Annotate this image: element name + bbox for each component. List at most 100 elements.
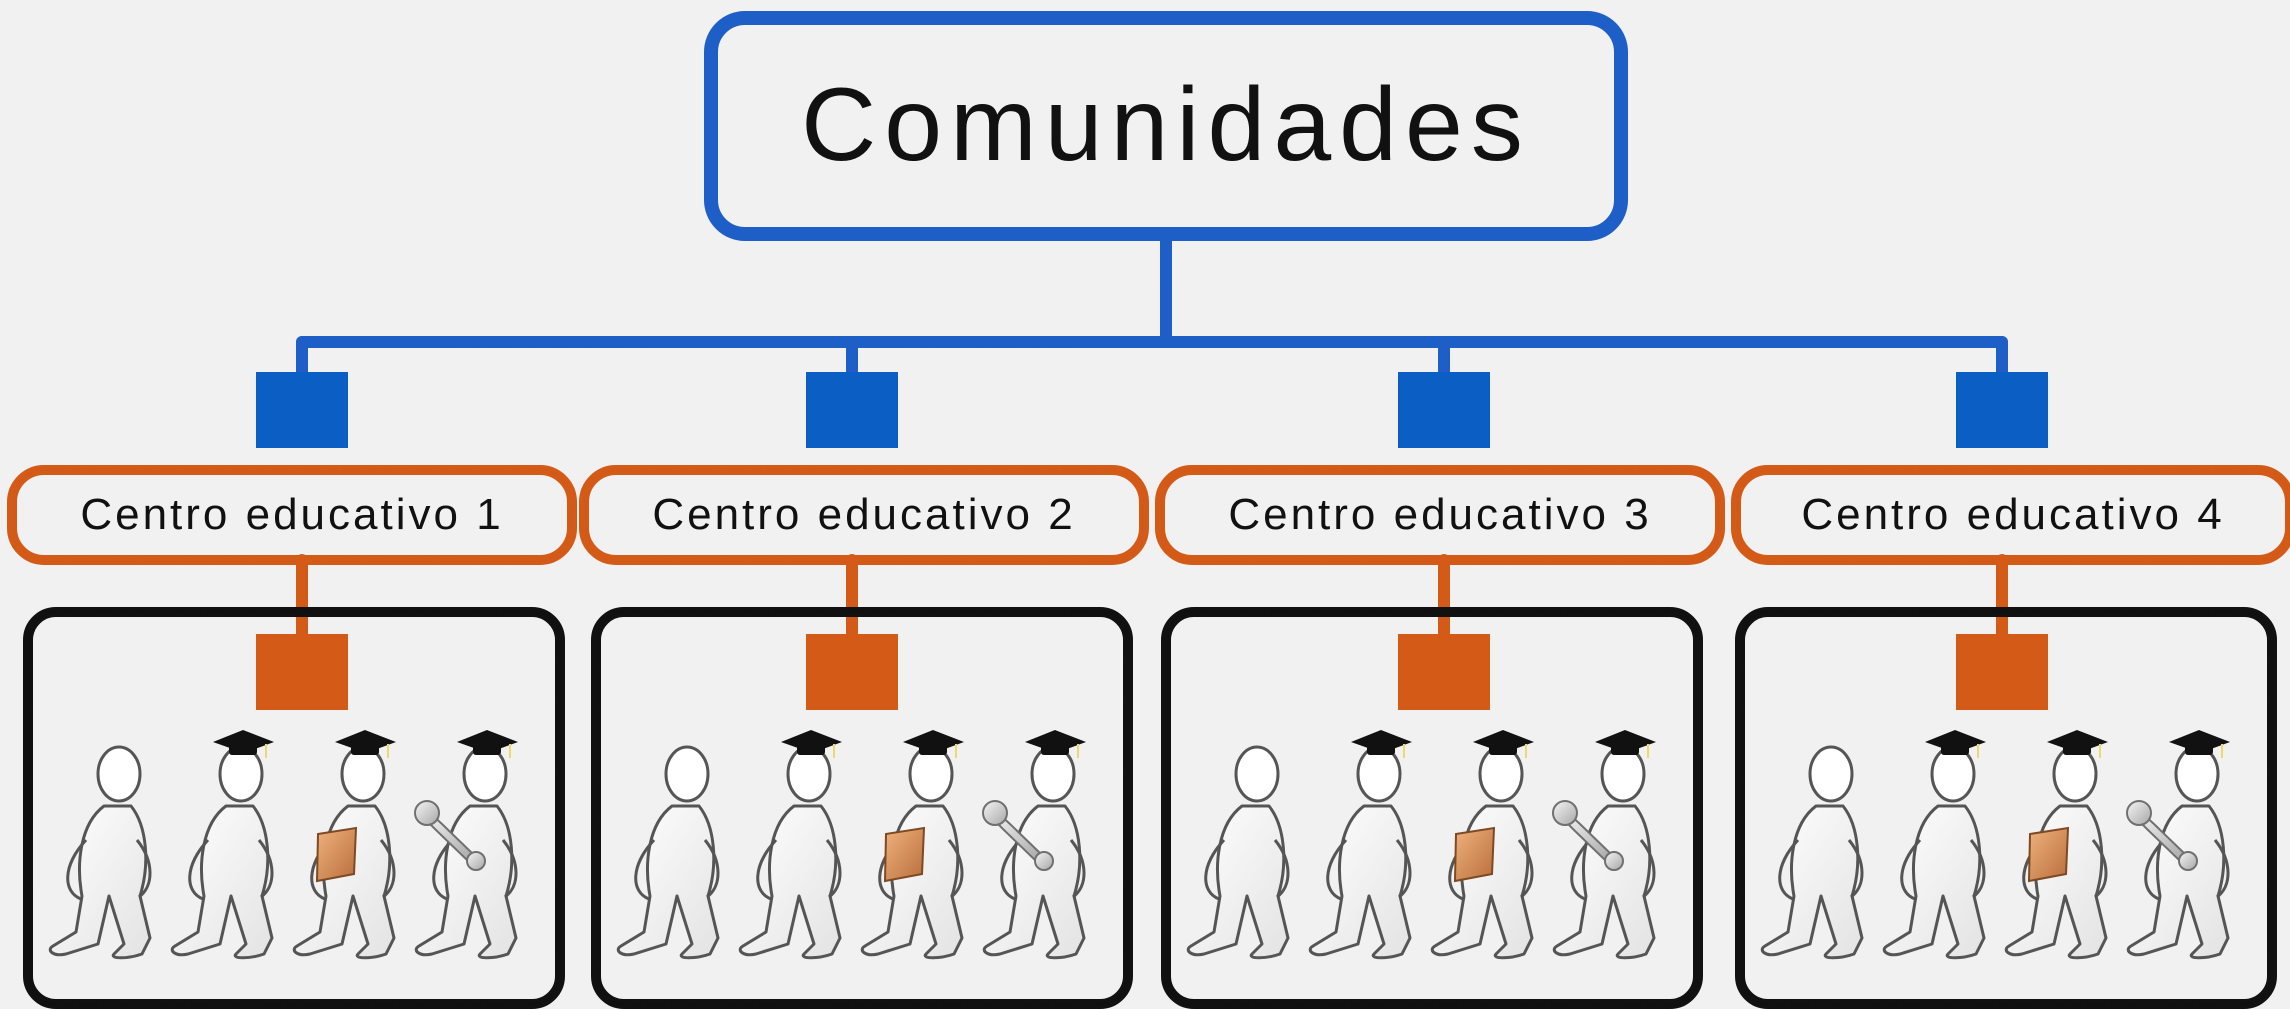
centre-connector-texture xyxy=(298,560,306,636)
graduate-with-book-icon-cap-band xyxy=(1489,745,1517,755)
graduate-person-icon-left-arm xyxy=(756,838,778,901)
graduate-with-book-icon-head xyxy=(2052,745,2098,803)
member-figures xyxy=(616,730,1086,960)
member-figures xyxy=(48,730,518,960)
root-node-box xyxy=(704,11,1628,241)
graduate-with-wrench-icon-cap-band xyxy=(1041,745,1069,755)
graduate-person-icon-cap-band xyxy=(1941,745,1969,755)
member-group-box-texture xyxy=(28,609,561,1007)
blue-node-square xyxy=(1398,372,1490,448)
member-group-box xyxy=(1735,607,2277,1009)
person-icon-head xyxy=(1234,745,1280,803)
graduate-with-wrench-icon-head xyxy=(2174,745,2220,803)
member-group-box-texture xyxy=(1166,609,1699,1007)
graduate-with-book-icon-right-arm xyxy=(2091,839,2108,899)
graduate-person-icon-head xyxy=(1356,745,1402,803)
top-bus-connector-texture xyxy=(302,338,2002,346)
graduate-person-icon-cap-band xyxy=(797,745,825,755)
graduate-with-book-icon-cap-top xyxy=(2047,730,2108,753)
graduate-with-wrench-icon-right-arm xyxy=(501,839,518,899)
graduate-with-wrench-icon-cap-band xyxy=(1611,745,1639,755)
graduate-with-wrench-icon-left-arm xyxy=(1570,838,1592,901)
graduate-with-wrench-icon-wrench-tail xyxy=(2178,851,2198,871)
graduate-with-wrench-icon-body xyxy=(414,804,518,960)
graduate-with-wrench-icon-right-arm xyxy=(2213,839,2230,899)
graduate-person-icon-cap-top xyxy=(213,730,274,753)
graduate-with-wrench-icon-head xyxy=(462,745,508,803)
graduate-with-wrench-icon-body xyxy=(982,804,1086,960)
centre-box xyxy=(1155,465,1725,565)
root-node-box-outline xyxy=(704,11,1628,241)
root-node-box-texture xyxy=(710,14,1623,238)
top-branch-connector xyxy=(1996,336,2008,378)
graduate-with-book-icon-right-arm xyxy=(379,839,396,899)
graduate-with-book-icon-book xyxy=(1453,826,1496,883)
person-icon-left-arm xyxy=(634,838,656,901)
centre-box xyxy=(7,465,577,565)
person-icon-body xyxy=(616,804,720,960)
person-icon-head xyxy=(664,745,710,803)
graduate-person-icon-cap-top xyxy=(1925,730,1986,753)
person-icon-head xyxy=(1808,745,1854,803)
graduate-with-book-icon-head xyxy=(908,745,954,803)
graduate-person-icon-left-arm xyxy=(1900,838,1922,901)
graduate-person-icon-cap-band xyxy=(229,745,257,755)
person-icon-left-arm xyxy=(1778,838,1800,901)
top-branch-connector xyxy=(1438,336,1450,378)
graduate-person-icon-cap-top xyxy=(781,730,842,753)
graduate-person-icon xyxy=(738,730,842,960)
centre-box-texture xyxy=(584,467,1145,563)
centre-box-texture xyxy=(1736,467,2290,563)
person-icon-body xyxy=(1760,804,1864,960)
graduate-with-wrench-icon xyxy=(1552,730,1656,960)
graduate-with-book-icon xyxy=(2004,730,2108,960)
graduate-person-icon-right-arm xyxy=(1969,839,1986,899)
person-icon-right-arm xyxy=(1273,839,1290,899)
graduate-with-book-icon-body xyxy=(1430,804,1534,960)
graduate-with-wrench-icon-head xyxy=(1030,745,1076,803)
graduate-with-book-icon-cap-top xyxy=(1473,730,1534,753)
person-icon-right-arm xyxy=(135,839,152,899)
centre-box-texture xyxy=(12,467,573,563)
centre-box xyxy=(1731,465,2290,565)
root-connector-texture xyxy=(1162,234,1170,342)
graduate-with-book-icon-body xyxy=(292,804,396,960)
graduate-with-book-icon-cap-band xyxy=(919,745,947,755)
graduate-with-wrench-icon xyxy=(414,730,518,960)
graduate-with-book-icon-body xyxy=(860,804,964,960)
graduate-with-wrench-icon-cap-top xyxy=(1025,730,1086,753)
centre-box xyxy=(579,465,1149,565)
person-icon-left-arm xyxy=(1204,838,1226,901)
graduate-with-wrench-icon-wrench-head xyxy=(1552,800,1578,826)
graduate-with-book-icon-head xyxy=(340,745,386,803)
person-icon-head xyxy=(96,745,142,803)
graduate-with-book-icon-right-arm xyxy=(947,839,964,899)
centre-connector xyxy=(1438,554,1450,642)
centre-box-outline xyxy=(7,465,577,565)
graduate-person-icon xyxy=(170,730,274,960)
orange-node-square xyxy=(256,634,348,710)
centre-box-texture xyxy=(1160,467,1721,563)
orange-node-square xyxy=(1956,634,2048,710)
person-icon-body xyxy=(48,804,152,960)
graduate-with-book-icon-cap-band xyxy=(351,745,379,755)
graduate-with-wrench-icon-body xyxy=(2126,804,2230,960)
blue-node-square xyxy=(1956,372,2048,448)
centre-box-outline xyxy=(1155,465,1725,565)
centre-connector-texture xyxy=(1998,560,2006,636)
top-bus-connector xyxy=(296,336,2008,348)
graduate-person-icon-body xyxy=(1308,804,1412,960)
graduate-with-wrench-icon-cap-band xyxy=(473,745,501,755)
graduate-person-icon-head xyxy=(218,745,264,803)
graduate-with-wrench-icon-right-arm xyxy=(1639,839,1656,899)
graduate-with-book-icon-body xyxy=(2004,804,2108,960)
centre-connector-texture xyxy=(848,560,856,636)
graduate-person-icon-body xyxy=(738,804,842,960)
graduate-person-icon xyxy=(1882,730,1986,960)
graduate-with-wrench-icon-wrench-tail xyxy=(1034,851,1054,871)
graduate-person-icon-body xyxy=(170,804,274,960)
graduate-with-wrench-icon-wrench-head xyxy=(2126,800,2152,826)
graduate-person-icon-cap-band xyxy=(1367,745,1395,755)
person-icon xyxy=(48,745,152,960)
